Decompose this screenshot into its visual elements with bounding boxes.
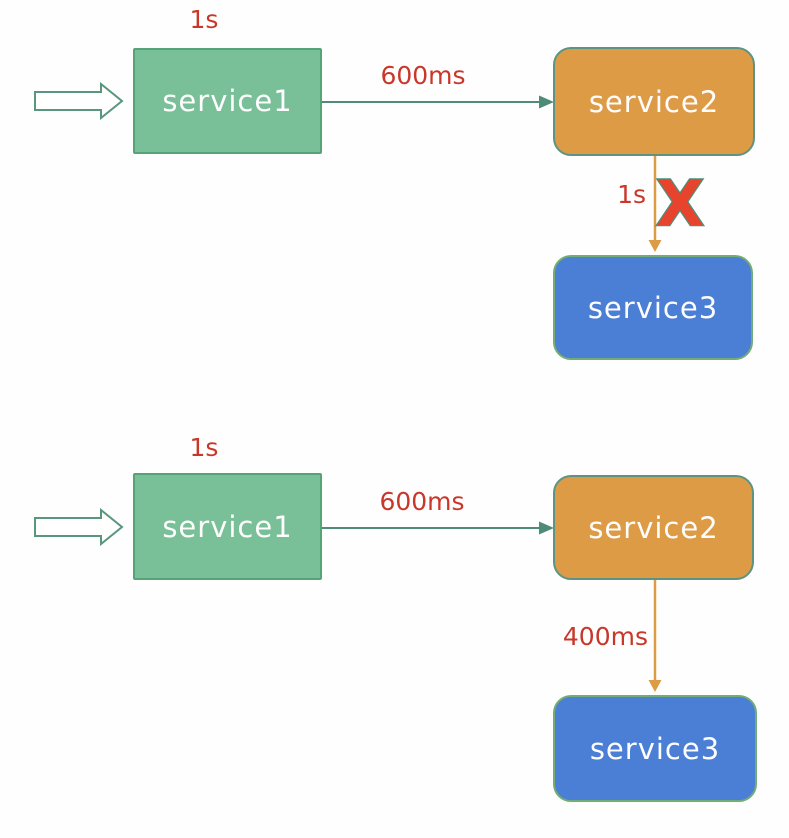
call-1-2-latency-label: 600ms: [379, 487, 465, 516]
service3-node: service3: [553, 255, 753, 360]
service2-node-label: service2: [588, 510, 719, 545]
service1-timeout-label: 1s: [189, 433, 219, 462]
service2-to-service3-arrow-icon: [648, 580, 662, 692]
service1-node-label: service1: [162, 84, 293, 118]
service1-node-label: service1: [162, 509, 293, 544]
entry-arrow-icon: [34, 508, 124, 546]
service1-node: service1: [133, 473, 322, 580]
service2-node-label: service2: [588, 84, 720, 119]
x-mark-glyph: X: [656, 174, 704, 232]
service3-node: service3: [553, 695, 757, 802]
service1-timeout-label: 1s: [189, 5, 219, 34]
service1-node: service1: [133, 48, 322, 154]
service1-to-service2-arrow-icon: [322, 521, 554, 535]
call-2-3-latency-label: 1s: [617, 180, 646, 209]
service3-node-label: service3: [587, 290, 719, 325]
service2-node: service2: [553, 47, 755, 156]
entry-arrow-icon: [34, 82, 124, 120]
service1-to-service2-arrow-icon: [322, 95, 554, 109]
service2-node: service2: [553, 475, 754, 580]
x-mark-icon: X: [655, 174, 705, 232]
service2-to-service3-arrow-icon: [648, 156, 662, 252]
call-2-3-latency-label: 400ms: [562, 622, 648, 651]
call-1-2-latency-label: 600ms: [380, 61, 466, 90]
service3-node-label: service3: [589, 731, 721, 766]
